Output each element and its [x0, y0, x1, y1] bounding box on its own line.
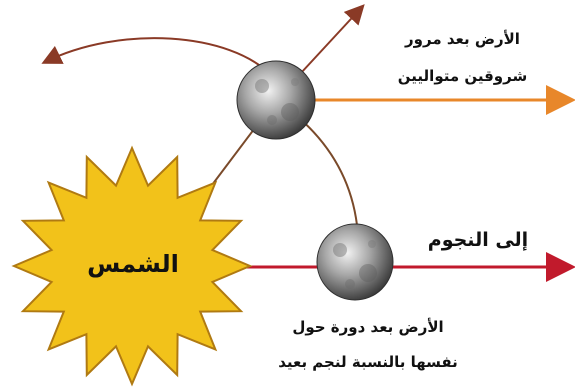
earth-bottom [316, 223, 394, 301]
sun-starburst [11, 145, 253, 387]
earth-after-rotation-label-line1: الأرض بعد دورة حول [292, 318, 444, 336]
earth-after-sunrises-label-line1: الأرض بعد مرور [405, 30, 520, 48]
sun-label: الشمس [87, 250, 179, 278]
rotation-arrow-left [41, 37, 273, 77]
to-stars-label: إلى النجوم [427, 229, 529, 251]
earth-top [236, 60, 316, 140]
earth-after-rotation-label-line2: نفسها بالنسبة لنجم بعيد [278, 353, 458, 371]
earth-after-sunrises-label-line2: شروقين متواليين [397, 67, 528, 85]
